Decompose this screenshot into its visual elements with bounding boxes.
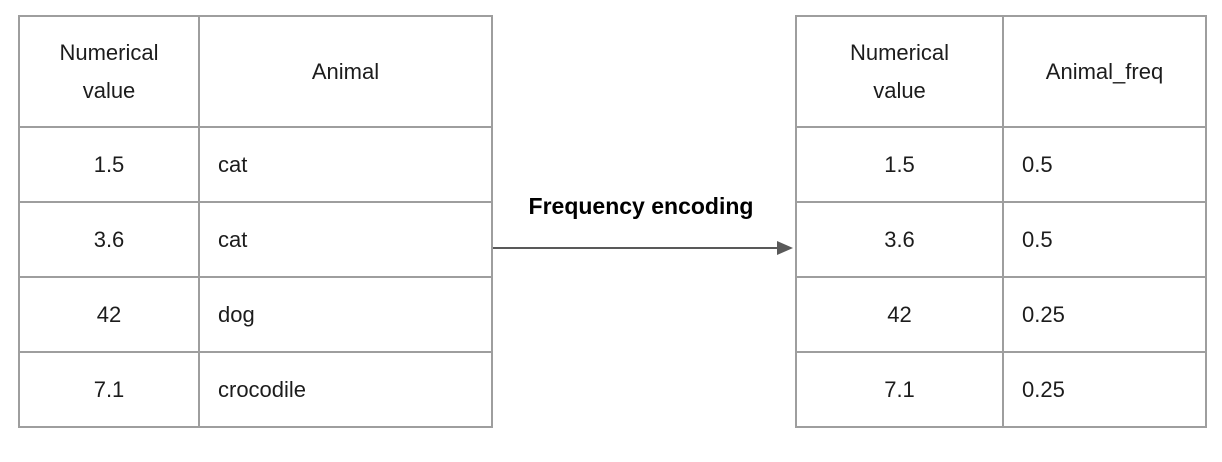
table-cell: 1.5: [18, 126, 200, 203]
table-cell: crocodile: [198, 351, 493, 428]
encoded-table: Numerical value Animal_freq 1.5 0.5 3.6 …: [795, 15, 1207, 428]
table-row: 3.6 0.5: [795, 201, 1207, 278]
table-cell: 1.5: [795, 126, 1004, 203]
table-row: 1.5 cat: [18, 126, 493, 203]
source-table: Numerical value Animal 1.5 cat 3.6 cat 4…: [18, 15, 493, 428]
table-cell: 3.6: [18, 201, 200, 278]
column-header-numerical-value: Numerical value: [18, 15, 200, 128]
table-cell: 0.25: [1002, 276, 1207, 353]
table-cell: 42: [795, 276, 1004, 353]
arrow-head-icon: [777, 241, 793, 255]
table-header-row: Numerical value Animal: [18, 15, 493, 128]
table-row: 7.1 0.25: [795, 351, 1207, 428]
table-cell: dog: [198, 276, 493, 353]
table-cell: cat: [198, 126, 493, 203]
table-row: 7.1 crocodile: [18, 351, 493, 428]
table-cell: 0.25: [1002, 351, 1207, 428]
column-header-animal-freq: Animal_freq: [1002, 15, 1207, 128]
table-row: 1.5 0.5: [795, 126, 1207, 203]
column-header-numerical-value: Numerical value: [795, 15, 1004, 128]
table-header-row: Numerical value Animal_freq: [795, 15, 1207, 128]
arrow-label: Frequency encoding: [528, 193, 754, 219]
table-cell: 0.5: [1002, 126, 1207, 203]
table-cell: 3.6: [795, 201, 1004, 278]
table-cell: 7.1: [18, 351, 200, 428]
table-row: 42 0.25: [795, 276, 1207, 353]
table-row: 3.6 cat: [18, 201, 493, 278]
table-cell: 42: [18, 276, 200, 353]
table-cell: 0.5: [1002, 201, 1207, 278]
column-header-animal: Animal: [198, 15, 493, 128]
table-cell: cat: [198, 201, 493, 278]
table-cell: 7.1: [795, 351, 1004, 428]
table-row: 42 dog: [18, 276, 493, 353]
arrow-line: [493, 247, 778, 249]
